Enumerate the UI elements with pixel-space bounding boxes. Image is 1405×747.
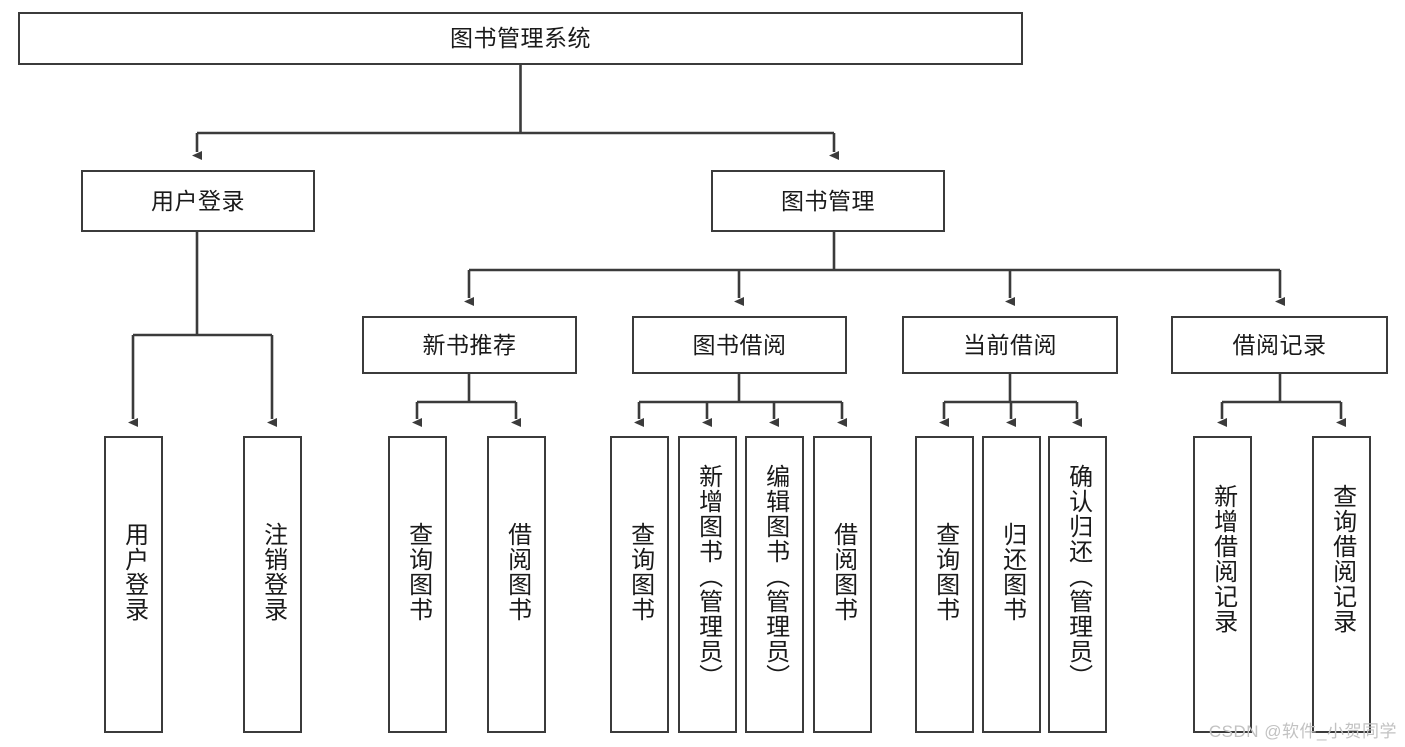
node-label: 借阅图书 <box>829 522 857 622</box>
node-label: 归还图书 <box>998 522 1026 622</box>
leaf-borrow-add-book-admin[interactable]: 新增图书（管理员） <box>678 436 737 733</box>
leaf-newbook-borrow-books[interactable]: 借阅图书 <box>487 436 546 733</box>
node-current-borrow[interactable]: 当前借阅 <box>902 316 1118 374</box>
leaf-borrow-borrow-books[interactable]: 借阅图书 <box>813 436 872 733</box>
node-label: 用户登录 <box>120 522 148 622</box>
node-new-book-recommend[interactable]: 新书推荐 <box>362 316 577 374</box>
node-book-management[interactable]: 图书管理 <box>711 170 945 232</box>
leaf-logout-login[interactable]: 注销登录 <box>243 436 302 733</box>
leaf-borrow-query-books[interactable]: 查询图书 <box>610 436 669 733</box>
node-label: 当前借阅 <box>963 331 1057 358</box>
leaf-current-query-books[interactable]: 查询图书 <box>915 436 974 733</box>
node-label: 用户登录 <box>151 187 245 214</box>
leaf-user-login[interactable]: 用户登录 <box>104 436 163 733</box>
node-borrow-record[interactable]: 借阅记录 <box>1171 316 1388 374</box>
node-root-book-management-system[interactable]: 图书管理系统 <box>18 12 1023 65</box>
leaf-current-return-books[interactable]: 归还图书 <box>982 436 1041 733</box>
node-label: 新书推荐 <box>422 331 517 358</box>
node-label: 查询借阅记录 <box>1328 484 1356 634</box>
node-label: 查询图书 <box>931 522 959 622</box>
node-label: 新增图书（管理员） <box>694 464 722 689</box>
node-label: 确认归还（管理员） <box>1064 464 1092 689</box>
node-label: 图书管理系统 <box>450 25 591 52</box>
leaf-record-query-borrow-record[interactable]: 查询借阅记录 <box>1312 436 1371 733</box>
node-label: 借阅记录 <box>1232 331 1327 358</box>
leaf-current-confirm-return-admin[interactable]: 确认归还（管理员） <box>1048 436 1107 733</box>
node-label: 查询图书 <box>626 522 654 622</box>
node-book-borrow[interactable]: 图书借阅 <box>632 316 847 374</box>
node-user-login[interactable]: 用户登录 <box>81 170 315 232</box>
node-label: 注销登录 <box>259 522 287 622</box>
leaf-newbook-query-books[interactable]: 查询图书 <box>388 436 447 733</box>
leaf-record-add-borrow-record[interactable]: 新增借阅记录 <box>1193 436 1252 733</box>
node-label: 查询图书 <box>404 522 432 622</box>
leaf-borrow-edit-book-admin[interactable]: 编辑图书（管理员） <box>745 436 804 733</box>
node-label: 图书借阅 <box>692 331 787 358</box>
node-label: 编辑图书（管理员） <box>761 464 789 689</box>
node-label: 图书管理 <box>781 187 875 214</box>
node-label: 借阅图书 <box>503 522 531 622</box>
node-label: 新增借阅记录 <box>1209 484 1237 634</box>
